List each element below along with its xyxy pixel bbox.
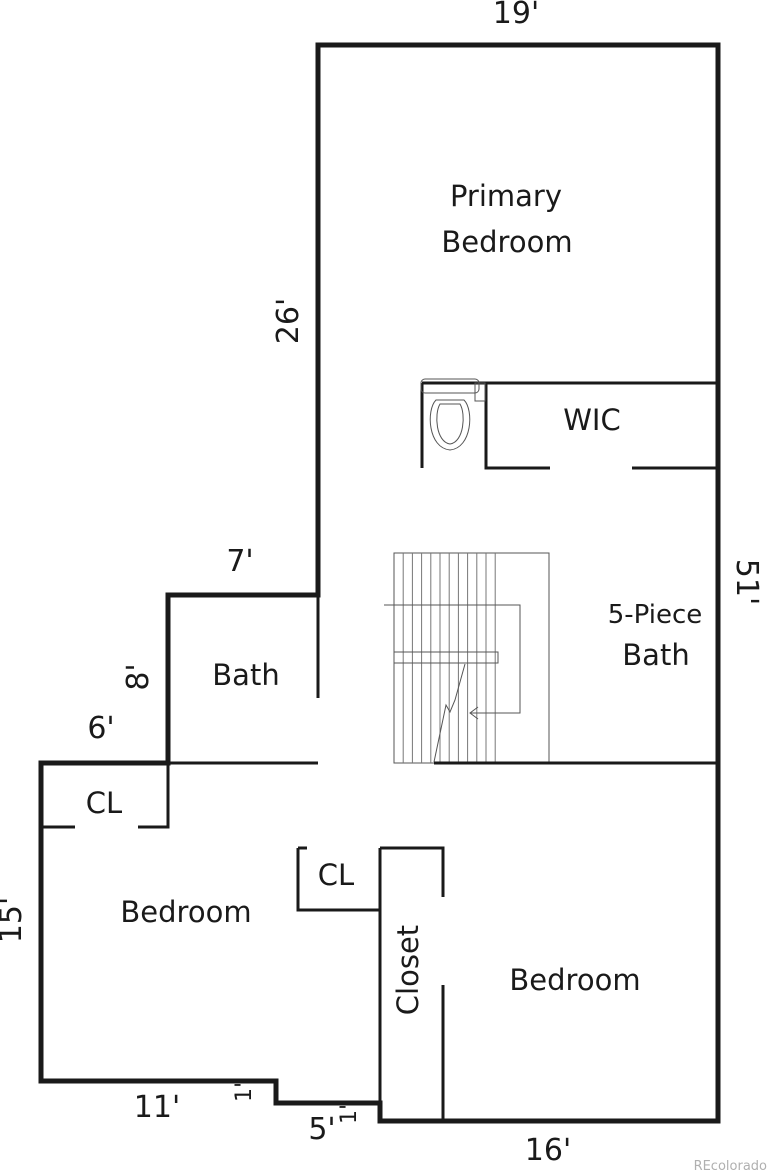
bath-label: Bath xyxy=(212,658,279,692)
cl-upper-label: CL xyxy=(86,786,122,820)
cl-middle-label: CL xyxy=(318,858,354,892)
five-piece-bath-label-2: Bath xyxy=(622,638,689,672)
five-piece-bath-label-1: 5-Piece xyxy=(608,600,703,630)
dim-top-width: 19' xyxy=(493,0,539,31)
cl-middle-wall xyxy=(296,848,380,912)
dim-bottom-11: 11' xyxy=(134,1090,180,1125)
closet-label: Closet xyxy=(391,925,425,1015)
primary-bedroom-label-1: Primary xyxy=(450,179,562,213)
staircase-icon xyxy=(384,552,550,764)
wic-left-wall xyxy=(484,383,550,470)
dim-step-6: 6' xyxy=(87,711,114,746)
dim-bottom-16: 16' xyxy=(525,1133,571,1168)
dim-bottom-1a: 1' xyxy=(232,1082,257,1102)
dim-left-lower: 15' xyxy=(0,897,29,943)
cl-upper-right-wall xyxy=(138,763,170,829)
primary-bedroom-label-2: Bedroom xyxy=(441,225,572,259)
dim-step-7: 7' xyxy=(226,544,253,579)
dim-left-upper: 26' xyxy=(271,298,306,344)
dim-right-total: 51' xyxy=(729,559,764,605)
bedroom-left-label: Bedroom xyxy=(120,895,251,929)
dim-bottom-1b: 1' xyxy=(337,1104,362,1124)
exterior-wall xyxy=(38,42,721,1124)
toilet-icon xyxy=(420,378,486,451)
bedroom-right-label: Bedroom xyxy=(509,963,640,997)
closet-top-wall xyxy=(380,846,445,897)
dim-bottom-5: 5' xyxy=(308,1112,335,1147)
wic-label: WIC xyxy=(563,403,620,437)
watermark: REcolorado xyxy=(694,1159,767,1173)
dim-step-8: 8' xyxy=(121,663,156,690)
